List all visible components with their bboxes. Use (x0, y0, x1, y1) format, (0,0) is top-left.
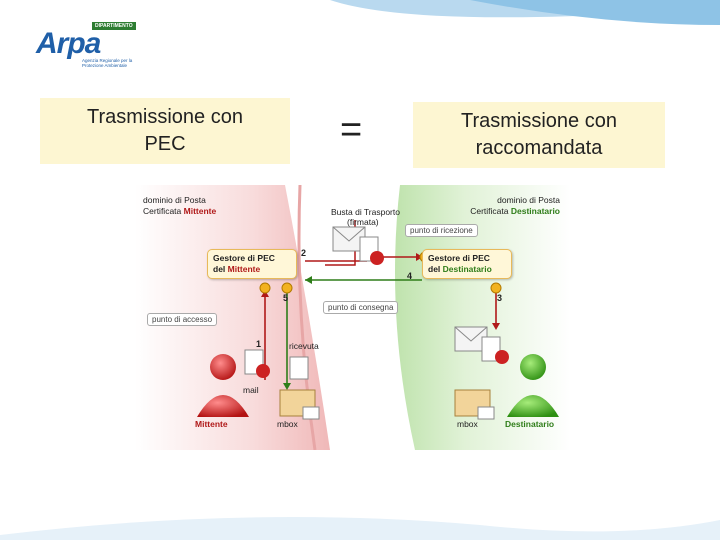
title-raccomandata: Trasmissione con raccomandata (413, 102, 665, 168)
mbox-right-label: mbox (457, 419, 478, 429)
access-point-tag: punto di accesso (147, 313, 218, 326)
receiver-manager-prefix: del (428, 264, 441, 274)
sender-domain-highlight: Mittente (183, 206, 217, 216)
mail-label: mail (243, 385, 259, 395)
receiver-manager-highlight: Destinatario (442, 264, 492, 274)
sender-label: Mittente (195, 419, 228, 429)
logo-department: DIPARTIMENTO (92, 22, 136, 30)
sender-domain-line1: dominio di Posta (143, 195, 206, 205)
sender-manager-line2: del Mittente (213, 264, 291, 275)
receiver-domain-line2-text: Certificata (470, 206, 509, 216)
sender-manager-prefix: del (213, 264, 226, 274)
logo-subtitle: Agenzia Regionale per la Protezione Ambi… (82, 58, 133, 68)
arpa-logo: DIPARTIMENTO Arpa Agenzia Regionale per … (34, 22, 136, 72)
receiver-manager-line2: del Destinatario (428, 264, 506, 275)
reception-point-tag: punto di ricezione (405, 224, 478, 237)
receiver-manager-box: Gestore di PEC del Destinatario (422, 249, 512, 279)
title-pec-text: Trasmissione con PEC (87, 106, 243, 155)
transport-line2: (firmata) (347, 217, 379, 227)
title-pec: Trasmissione con PEC (40, 98, 290, 164)
delivery-point-tag: punto di consegna (323, 301, 399, 314)
receiver-label: Destinatario (505, 419, 555, 429)
sender-manager-highlight: Mittente (227, 264, 261, 274)
sender-manager-line1: Gestore di PEC (213, 253, 275, 263)
transport-line1: Busta di Trasporto (331, 207, 400, 217)
receiver-domain-line2: Certificata Destinatario (470, 206, 560, 216)
step-3: 3 (497, 293, 503, 303)
pec-diagram: dominio di Posta Certificata Mittente do… (135, 185, 570, 450)
equals-sign: = (340, 109, 363, 151)
step-2: 2 (301, 248, 307, 258)
step-4: 4 (407, 271, 413, 281)
receipt-label: ricevuta (289, 341, 319, 351)
sender-domain-line2: Certificata Mittente (143, 206, 216, 216)
receiver-domain-line1: dominio di Posta (497, 195, 560, 205)
title-raccomandata-text: Trasmissione con raccomandata (461, 110, 617, 159)
mbox-left-label: mbox (277, 419, 298, 429)
receiver-manager-line1: Gestore di PEC (428, 253, 490, 263)
sender-domain-line2-text: Certificata (143, 206, 182, 216)
sender-manager-box: Gestore di PEC del Mittente (207, 249, 297, 279)
receiver-domain-highlight: Destinatario (510, 206, 560, 216)
logo-name: Arpa (36, 27, 101, 60)
step-1: 1 (256, 339, 262, 349)
step-5: 5 (283, 293, 289, 303)
